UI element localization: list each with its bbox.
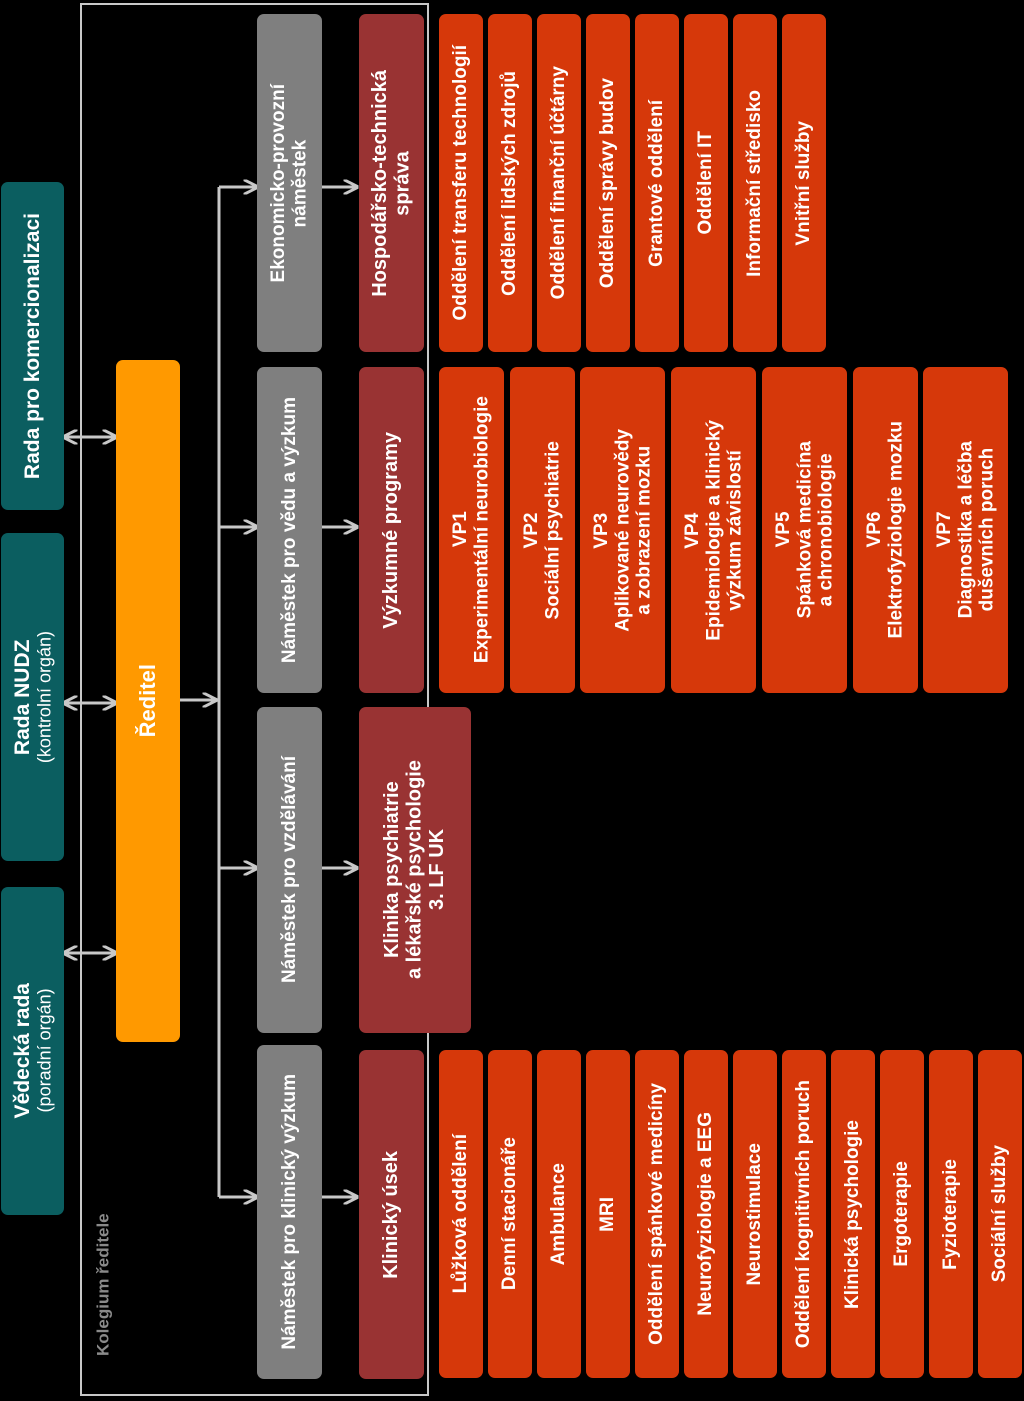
section-label-line-1: Hospodářsko-technická: [369, 69, 392, 297]
clinical-unit: Klinická psychologie: [831, 1050, 875, 1378]
admin-unit: Vnitřní služby: [782, 14, 826, 352]
board-rada-komercionalizace: Rada pro komercionalizaci: [1, 182, 64, 510]
admin-unit: Grantové oddělení: [635, 14, 679, 352]
clinical-unit: Denní stacionáře: [488, 1050, 532, 1378]
admin-unit: Oddělení lidských zdrojů: [488, 14, 532, 352]
director-label: Ředitel: [134, 664, 160, 738]
clinical-unit: Lůžková oddělení: [439, 1050, 483, 1378]
board-rada-nudz: Rada NUDZ(kontrolní orgán): [1, 533, 64, 861]
clinical-unit: Neurostimulace: [733, 1050, 777, 1378]
admin-unit: Informační středisko: [733, 14, 777, 352]
deputy-vzdelavani: Náměstek pro vzdělávání: [257, 707, 322, 1033]
director-box: Ředitel: [116, 360, 180, 1042]
board-subtitle: (poradní orgán): [34, 988, 55, 1114]
admin-unit: Oddělení finanční účtárny: [537, 14, 581, 352]
deputy-veda-vyzkum: Náměstek pro vědu a výzkum: [257, 367, 322, 693]
section-label-line-2: správa: [391, 150, 414, 216]
board-title: Vědecká rada: [10, 983, 34, 1119]
admin-unit: Oddělení IT: [684, 14, 728, 352]
board-title: Rada pro komercionalizaci: [20, 212, 44, 480]
admin-unit: Oddělení správy budov: [586, 14, 630, 352]
section-label-line-1: Klinika psychiatrie: [381, 781, 404, 959]
clinical-unit: Oddělení spánkové medicíny: [635, 1050, 679, 1378]
deputy-label: Náměstek pro vzdělávání: [278, 756, 300, 984]
clinical-unit: Oddělení kognitivních poruch: [782, 1050, 826, 1378]
section-label-line-3: 3. LF UK: [426, 829, 449, 911]
clinical-unit: Sociální služby: [978, 1050, 1022, 1378]
board-vedecka-rada: Vědecká rada(poradní orgán): [1, 887, 64, 1215]
clinical-unit: Fyzioterapie: [929, 1050, 973, 1378]
section-vyzkumne-programy: Výzkumné programy: [359, 367, 424, 693]
clinical-unit: Ambulance: [537, 1050, 581, 1378]
clinical-unit: Ergoterapie: [880, 1050, 924, 1378]
clinical-unit: Neurofyziologie a EEG: [684, 1050, 728, 1378]
board-title: Rada NUDZ: [10, 639, 34, 755]
deputy-label-line-1: Ekonomicko-provozní: [268, 83, 290, 283]
section-klinicky-usek: Klinický úsek: [359, 1050, 424, 1379]
section-label-line-2: a lékařské psychologie: [403, 760, 426, 980]
section-label: Výzkumné programy: [380, 431, 403, 629]
clinical-unit: MRI: [586, 1050, 630, 1378]
board-subtitle: (kontrolní orgán): [34, 630, 55, 764]
deputy-label: Náměstek pro vědu a výzkum: [278, 396, 300, 664]
deputy-label-line-2: náměstek: [289, 139, 311, 227]
deputy-klinicky-vyzkum: Náměstek pro klinický výzkum: [257, 1045, 322, 1379]
section-label: Klinický úsek: [380, 1150, 403, 1279]
admin-unit: Oddělení transferu technologií: [439, 14, 483, 352]
deputy-label: Náměstek pro klinický výzkum: [278, 1074, 300, 1350]
